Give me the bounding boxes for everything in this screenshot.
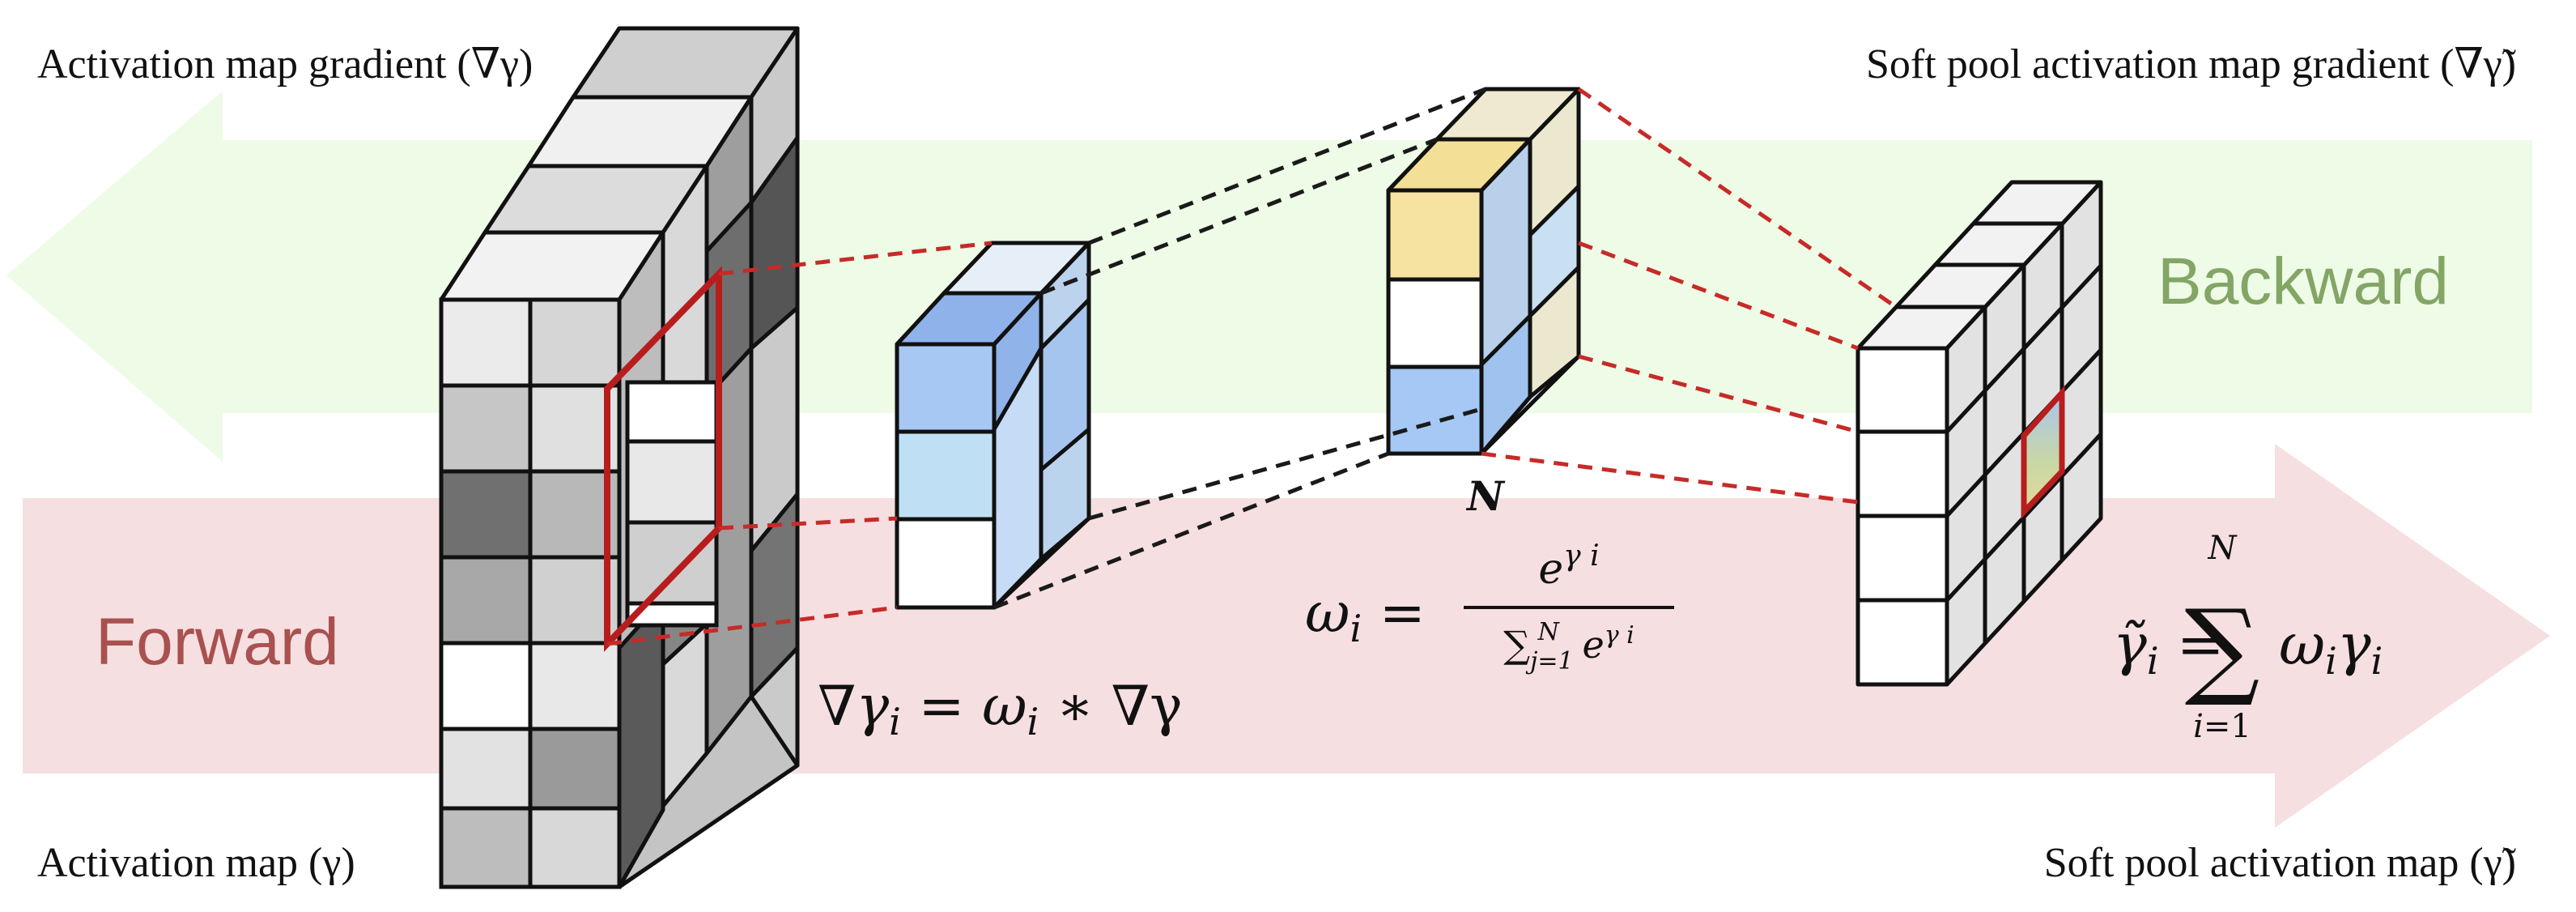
activation-map-gradient-label: Activation map gradient (∇γ): [37, 41, 533, 87]
weight-equation: ωi = eγ i ∑j=1N eγ i: [1305, 539, 1674, 675]
window-n-cube: [1386, 87, 1581, 456]
red-connectors: [606, 87, 1898, 646]
output-equation: γ̃i = N ∑ i=1 ωiγi: [2113, 530, 2383, 745]
gradient-equation: ∇γi = ωi ∗ ∇γ: [818, 675, 1183, 744]
svg-text:∑: ∑: [2185, 586, 2260, 710]
activation-map-cube: [439, 26, 800, 889]
activation-map-label: Activation map (γ): [37, 840, 355, 886]
svg-text:N: N: [2208, 530, 2238, 567]
svg-text:ωiγi: ωiγi: [2279, 612, 2383, 683]
backward-label: Backward: [2157, 245, 2449, 318]
black-connectors: [993, 87, 1486, 610]
window-size-label: N: [1465, 472, 1506, 520]
svg-text:i=1: i=1: [2193, 708, 2251, 745]
softpool-gradient-label: Soft pool activation map gradient (∇γ̃): [1866, 41, 2516, 87]
backward-arrow: [6, 91, 2532, 462]
pooling-kernel-cube: [895, 241, 1091, 610]
svg-text:∇γi = ωi ∗ ∇γ: ∇γi = ωi ∗ ∇γ: [818, 675, 1183, 744]
svg-text:ωi =: ωi =: [1305, 582, 1426, 650]
svg-text:∑j=1N eγ i: ∑j=1N eγ i: [1503, 618, 1634, 675]
output-cell-highlight: [2021, 385, 2065, 519]
svg-text:eγ i: eγ i: [1538, 539, 1599, 594]
softpool-activation-map-label: Soft pool activation map (γ̃): [2044, 840, 2516, 886]
forward-label: Forward: [96, 605, 339, 679]
svg-text:γ̃i =: γ̃i =: [2113, 612, 2224, 683]
